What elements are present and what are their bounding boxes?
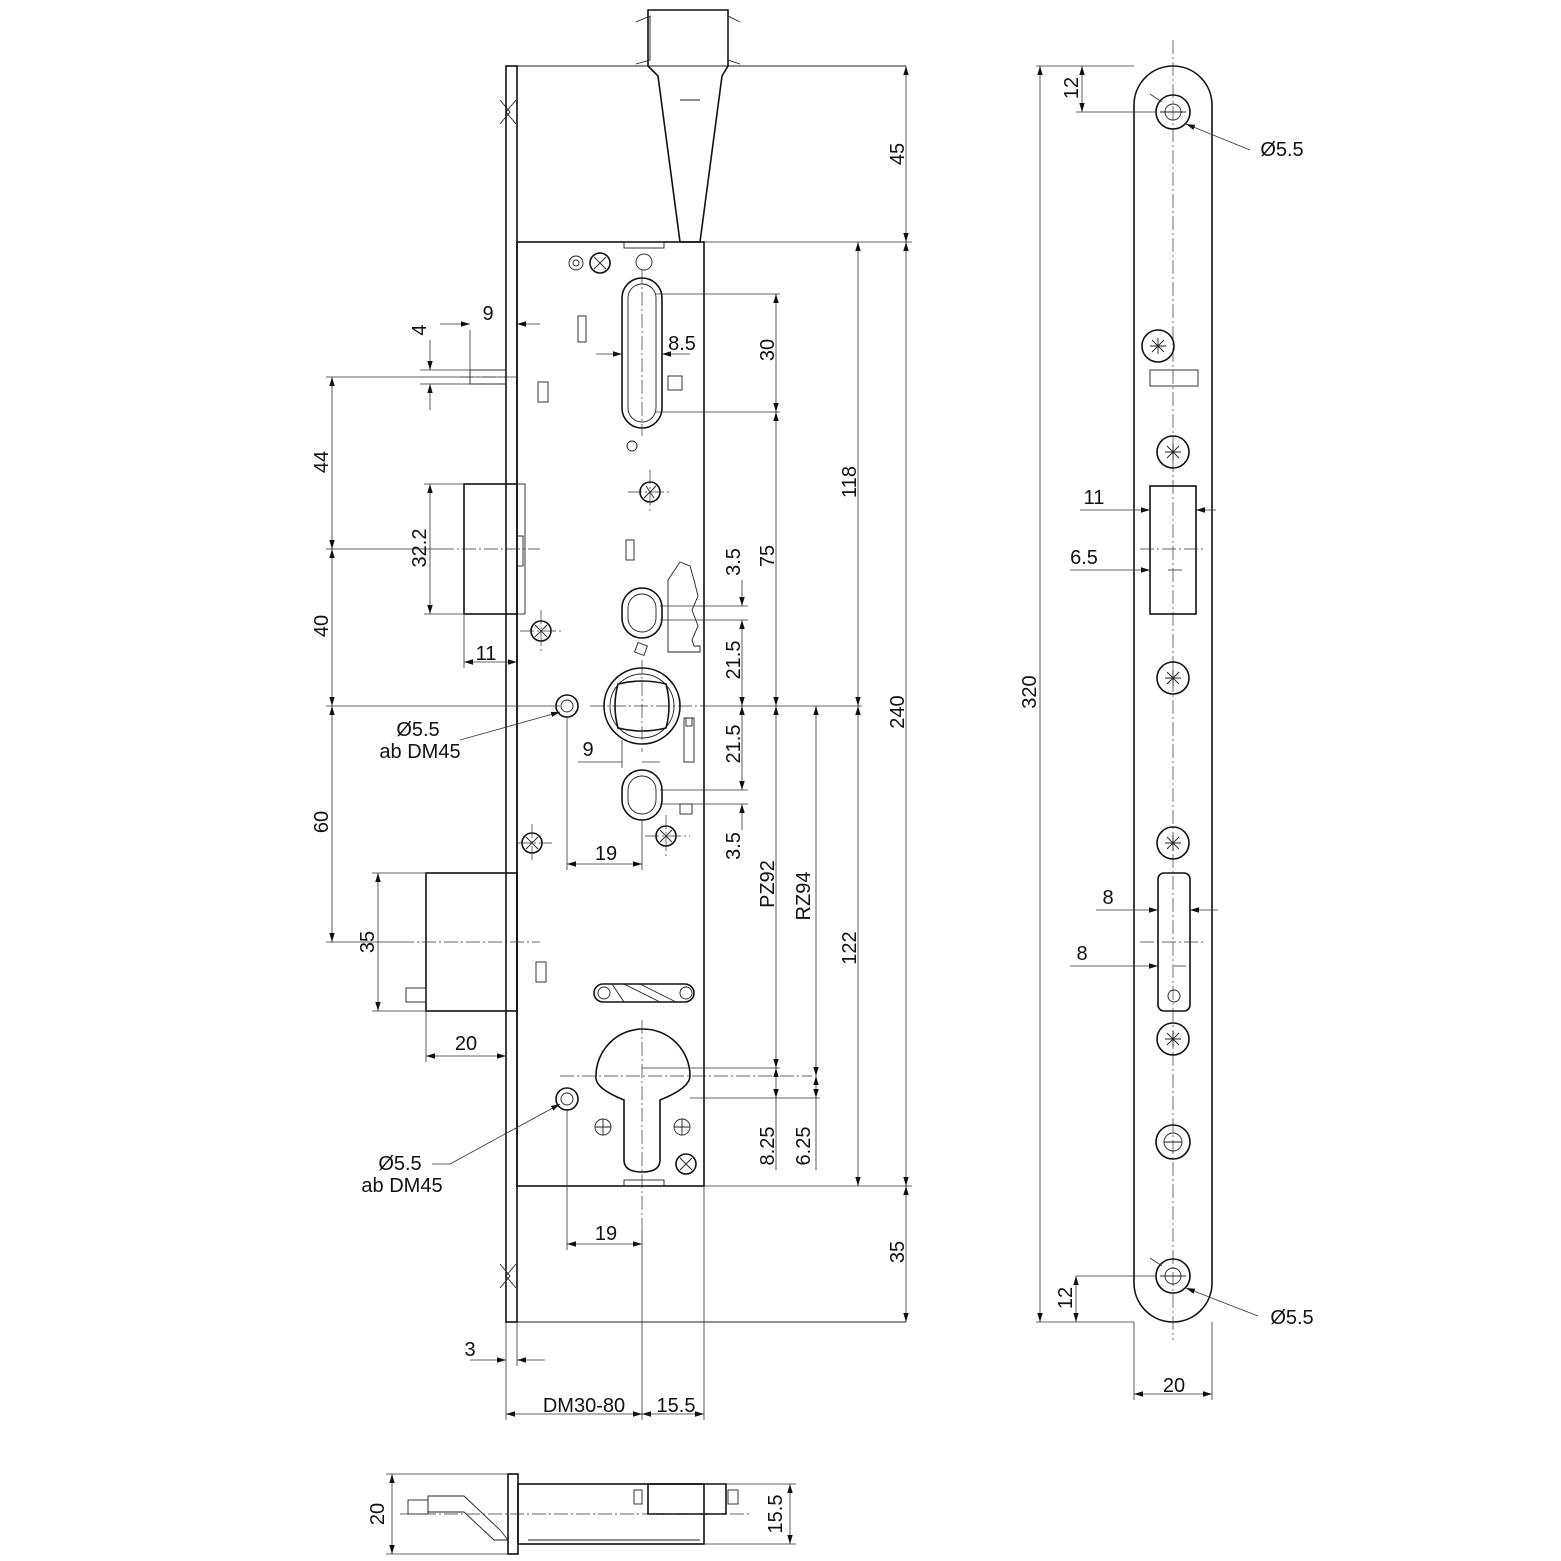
dia-top-label: Ø5.5 — [396, 719, 439, 741]
dim-rz94: RZ94 — [793, 872, 815, 921]
faceplate-labels: 12 Ø5.5 320 11 6.5 8 8 12 Ø5.5 20 — [1019, 77, 1314, 1397]
dim-21-5-bottom: 21.5 — [723, 725, 745, 764]
fp-dim-320: 320 — [1019, 675, 1041, 708]
fixing-hole — [555, 1087, 579, 1111]
dim-35-bolt: 35 — [357, 931, 379, 953]
fp-dim-20: 20 — [1163, 1375, 1185, 1397]
dim-dm: DM30-80 — [543, 1395, 625, 1417]
forend-countersink — [499, 99, 517, 125]
dim-15-5: 15.5 — [657, 1395, 696, 1417]
lock-body-view — [400, 9, 906, 1323]
dead-bolt — [400, 872, 540, 1012]
dim-35-right: 35 — [887, 1241, 909, 1263]
dim-8-25: 8.25 — [757, 1127, 779, 1166]
screw-icon — [517, 824, 552, 862]
dim-21-5-top: 21.5 — [723, 641, 745, 680]
dim-9-follower: 9 — [582, 739, 593, 761]
screw-icon — [520, 610, 562, 652]
fp-dim-12-top: 12 — [1061, 77, 1083, 99]
star-screw-icon — [1141, 329, 1175, 363]
follower-hub — [590, 660, 700, 752]
fixing-hole-icon — [1155, 1124, 1191, 1160]
dim-20-bolt: 20 — [455, 1033, 477, 1055]
dim-118: 118 — [839, 466, 861, 498]
star-screw-icon — [1156, 826, 1190, 860]
dim-6-25: 6.25 — [793, 1127, 815, 1166]
star-screw-icon — [1156, 435, 1190, 469]
latch-bolt — [440, 483, 540, 615]
forend-countersink — [499, 1263, 517, 1289]
top-spindle — [635, 9, 741, 243]
bolt-slider — [593, 983, 695, 1003]
screw-icon — [568, 252, 611, 274]
fp-dia-top: Ø5.5 — [1260, 139, 1303, 161]
dim-11-latch: 11 — [476, 643, 497, 665]
dim-45: 45 — [887, 143, 909, 165]
dim-pz92: PZ92 — [757, 860, 779, 908]
bottom-view-labels: 20 15.5 — [367, 1495, 787, 1534]
dimension-labels: 45 118 240 122 35 30 75 3.5 21.5 21.5 3.… — [311, 143, 909, 1417]
bv-dim-20: 20 — [367, 1503, 389, 1525]
pin-hole — [635, 253, 653, 271]
dim-4: 4 — [409, 324, 431, 335]
dim-3-5-bottom: 3.5 — [723, 832, 745, 860]
dim-240: 240 — [887, 695, 909, 728]
dim-30: 30 — [757, 339, 779, 361]
dia-top-sublabel: ab DM45 — [379, 741, 460, 763]
dia-bottom-label: Ø5.5 — [378, 1153, 421, 1175]
faceplate-view — [1133, 40, 1213, 1340]
faceplate-dimensions — [1036, 65, 1259, 1400]
fp-dim-8-b: 8 — [1076, 943, 1087, 965]
star-screw-icon — [1156, 661, 1190, 695]
dim-9-left: 9 — [482, 303, 493, 325]
dia-bottom-sublabel: ab DM45 — [361, 1175, 442, 1197]
dim-44: 44 — [311, 451, 333, 473]
dim-3-5-top: 3.5 — [723, 548, 745, 576]
dim-60: 60 — [311, 811, 333, 833]
screw-icon — [645, 815, 690, 857]
forend-plate — [505, 65, 518, 1323]
dim-19-bottom: 19 — [595, 1223, 617, 1245]
fp-dim-6-5: 6.5 — [1070, 547, 1098, 569]
dimension-lines — [326, 66, 912, 1420]
latch-lever — [667, 561, 701, 653]
dim-19-top: 19 — [595, 843, 617, 865]
dim-75: 75 — [757, 545, 779, 567]
dim-122: 122 — [839, 931, 861, 964]
fixing-hole-icon — [1155, 1258, 1191, 1294]
latch-opening — [1149, 485, 1197, 615]
fp-dim-8-a: 8 — [1102, 887, 1113, 909]
dim-8-5: 8.5 — [668, 333, 696, 355]
fp-dim-11: 11 — [1084, 487, 1105, 509]
dim-3-face: 3 — [464, 1339, 475, 1361]
fp-dia-bottom: Ø5.5 — [1270, 1307, 1313, 1329]
screw-icon — [628, 470, 672, 514]
bv-dim-15-5: 15.5 — [765, 1495, 787, 1534]
bottom-view-dimensions — [386, 1473, 796, 1555]
upper-oval-hole — [621, 587, 663, 639]
fp-dim-12-bottom: 12 — [1055, 1287, 1077, 1309]
dim-40: 40 — [311, 615, 333, 637]
lock-case — [516, 241, 705, 1187]
cylinder-cutout — [560, 1020, 812, 1230]
dim-32-2: 32.2 — [409, 529, 431, 568]
screw-icon — [675, 1153, 697, 1175]
star-screw-icon — [1156, 1022, 1190, 1056]
bottom-view — [400, 1473, 750, 1555]
